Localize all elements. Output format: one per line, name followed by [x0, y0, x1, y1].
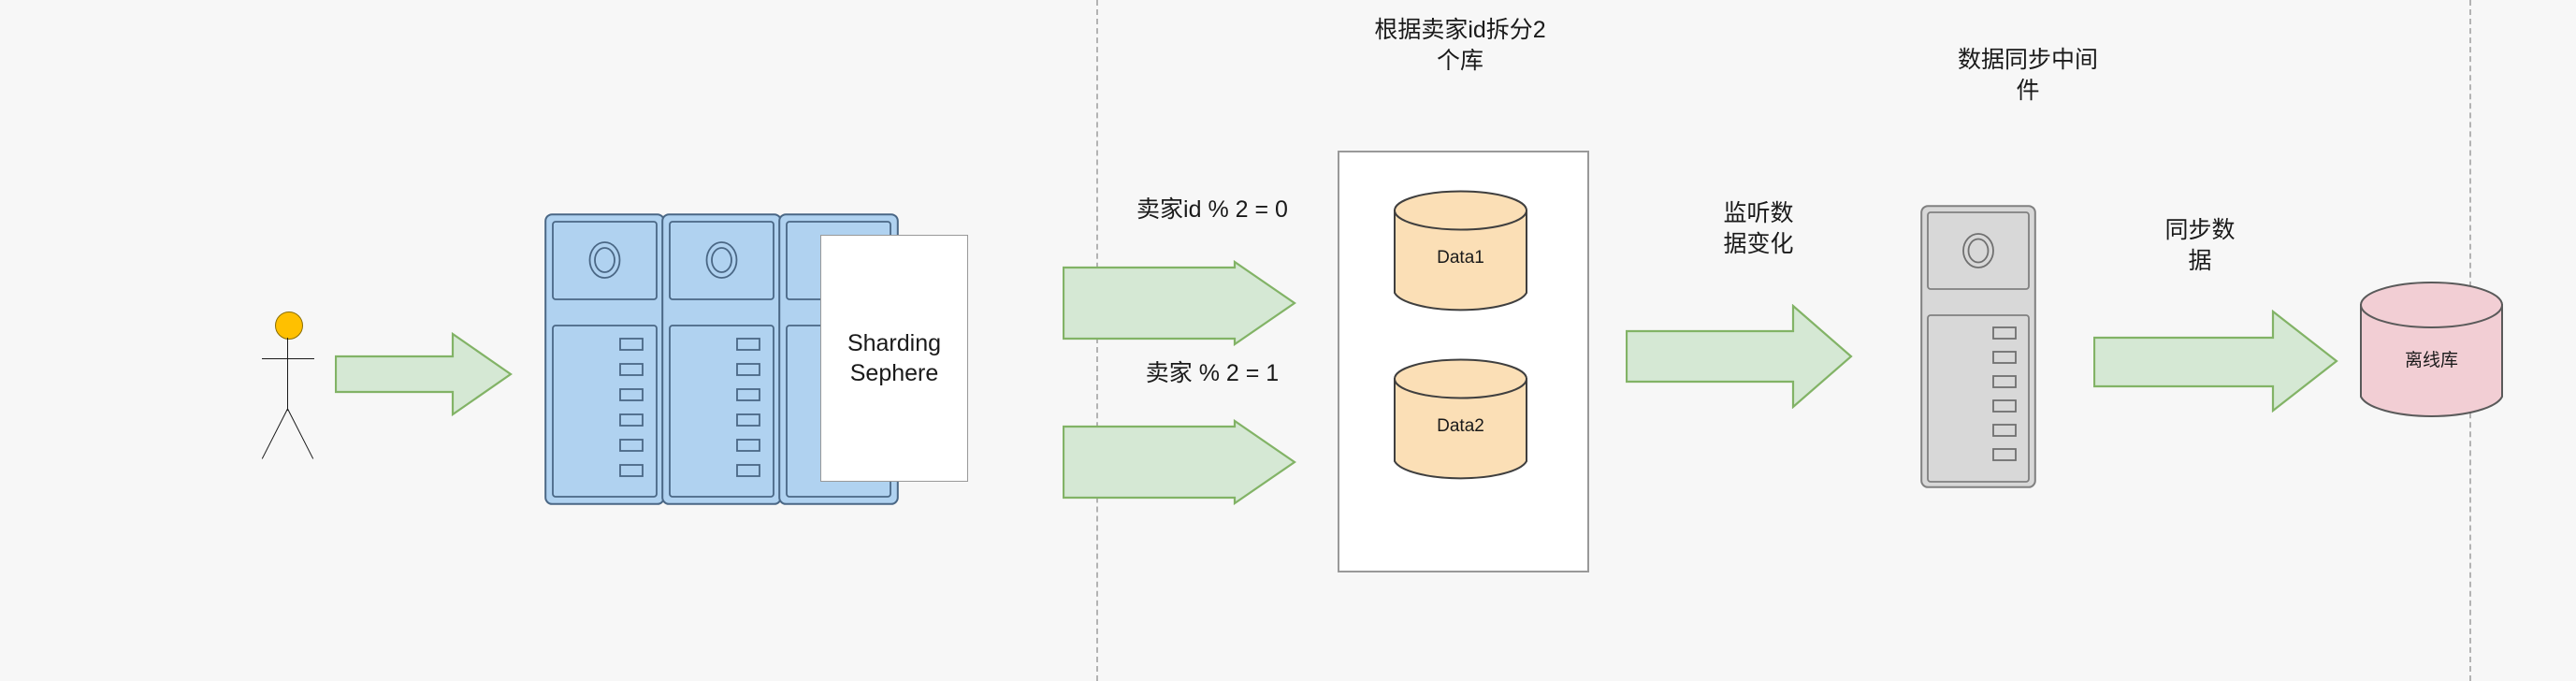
page-guide-left [1096, 0, 1098, 681]
database-data2-label: Data2 [1437, 416, 1484, 436]
actor-leg-left-icon [261, 408, 288, 459]
app-server-unit-1[interactable] [544, 213, 665, 505]
arrow-shard-0 [1063, 260, 1296, 346]
offline-database[interactable]: 离线库 [2359, 281, 2504, 421]
database-data1[interactable]: Data1 [1393, 190, 1528, 313]
middleware-title: 数据同步中间 件 [1957, 47, 2098, 104]
middleware-server[interactable] [1920, 205, 2036, 488]
arrow-shard-1 [1063, 419, 1296, 505]
listen-changes-label: 监听数 据变化 [1723, 200, 1794, 257]
db-group-title: 根据卖家id拆分2 个库 [1374, 17, 1546, 74]
actor-arms-icon [262, 358, 314, 359]
arrow-listen-changes [1626, 304, 1853, 409]
sharding-sphere-label: Sharding Sephere [847, 330, 942, 386]
sharding-sphere-card[interactable]: Sharding Sephere [820, 235, 968, 482]
offline-database-label: 离线库 [2404, 351, 2458, 370]
arrow-user-to-app [335, 332, 513, 416]
app-server-unit-2[interactable] [661, 213, 782, 505]
shard-rule-0-label: 卖家id % 2 = 0 [1136, 196, 1288, 223]
actor-head-icon [275, 312, 303, 340]
arrow-sync-data [2093, 310, 2338, 413]
database-data2[interactable]: Data2 [1393, 358, 1528, 482]
sync-data-label: 同步数 据 [2164, 217, 2236, 274]
user-actor[interactable] [261, 312, 314, 471]
shard-rule-1-label: 卖家 % 2 = 1 [1145, 360, 1280, 386]
actor-body-icon [287, 338, 288, 411]
database-data1-label: Data1 [1437, 248, 1484, 268]
actor-leg-right-icon [287, 408, 314, 459]
